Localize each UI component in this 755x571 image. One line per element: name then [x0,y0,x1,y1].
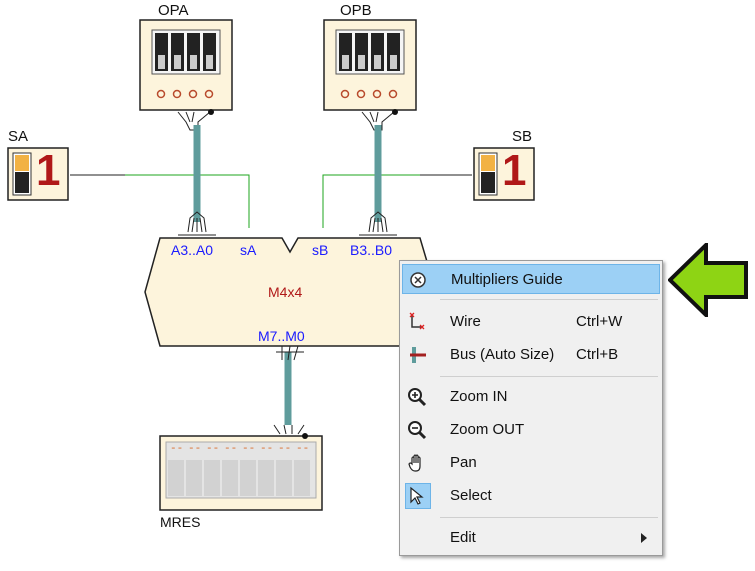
menu-item-label: Edit [450,529,476,546]
sa-label: SA [8,128,29,145]
pin-m-label: M7..M0 [258,328,305,344]
pin-a-label: A3..A0 [171,242,214,258]
opb-input-component[interactable] [323,19,417,131]
wire-sb-green[interactable] [322,174,420,228]
context-menu: Multipliers Guide Wire Ctrl+W Bus (Auto … [399,260,663,556]
opb-bus-splitter [359,211,397,236]
opa-input-component[interactable] [139,19,233,131]
menu-item-zoom-in[interactable]: Zoom IN [402,382,660,412]
pin-sa-label: sA [240,242,257,258]
menu-item-label: Multipliers Guide [451,271,563,288]
menu-item-shortcut: Ctrl+B [576,346,619,363]
wire-icon [409,312,425,330]
opb-label: OPB [340,2,372,19]
mres-digit: -- [188,443,202,455]
opa-bus-splitter [178,211,216,236]
menu-item-multipliers-guide[interactable]: Multipliers Guide [402,264,660,294]
menu-item-bus[interactable]: Bus (Auto Size) Ctrl+B [402,340,660,370]
menu-item-pan[interactable]: Pan [402,448,660,478]
menu-separator [440,517,658,518]
multiplier-name: M4x4 [268,284,303,300]
menu-item-label: Zoom OUT [450,421,525,438]
mres-digit: -- [224,443,238,455]
menu-separator [440,299,658,300]
pointer-icon [410,486,424,505]
mres-digit: -- [170,443,184,455]
hand-icon [408,454,421,472]
menu-item-label: Pan [450,454,477,471]
mres-digit: -- [278,443,292,455]
mres-digit: -- [296,443,310,455]
menu-item-zoom-out[interactable]: Zoom OUT [402,415,660,445]
green-arrow-icon [668,243,748,317]
mres-digits: -- -- -- -- -- -- -- -- [170,443,320,457]
menu-item-wire[interactable]: Wire Ctrl+W [402,307,660,337]
sb-label: SB [512,128,533,145]
menu-item-label: Select [450,487,492,504]
menu-separator [440,376,658,377]
pin-b-label: B3..B0 [350,242,393,258]
menu-item-label: Bus (Auto Size) [450,346,555,363]
sb-value: 1 [502,146,527,195]
mres-label: MRES [160,514,201,530]
sa-value: 1 [36,146,61,195]
menu-item-edit[interactable]: Edit [402,523,660,553]
bus-icon [410,347,426,363]
zoom-out-icon [408,421,427,440]
pin-sb-label: sB [312,242,329,258]
submenu-arrow-icon [641,533,647,543]
mres-bus-splitter [276,345,304,361]
mres-digit: -- [242,443,256,455]
menu-item-select[interactable]: Select [402,481,660,511]
opa-label: OPA [158,2,189,19]
sa-switch[interactable] [7,147,69,201]
sb-switch[interactable] [473,147,535,201]
mres-display[interactable] [159,424,323,511]
mres-digit: -- [260,443,274,455]
menu-item-label: Wire [450,313,481,330]
menu-item-label: Zoom IN [450,388,508,405]
wire-sa-green[interactable] [125,174,250,228]
menu-item-shortcut: Ctrl+W [576,313,623,330]
multiplier-guide-icon [410,272,426,288]
zoom-in-icon [408,388,427,407]
mres-digit: -- [206,443,220,455]
